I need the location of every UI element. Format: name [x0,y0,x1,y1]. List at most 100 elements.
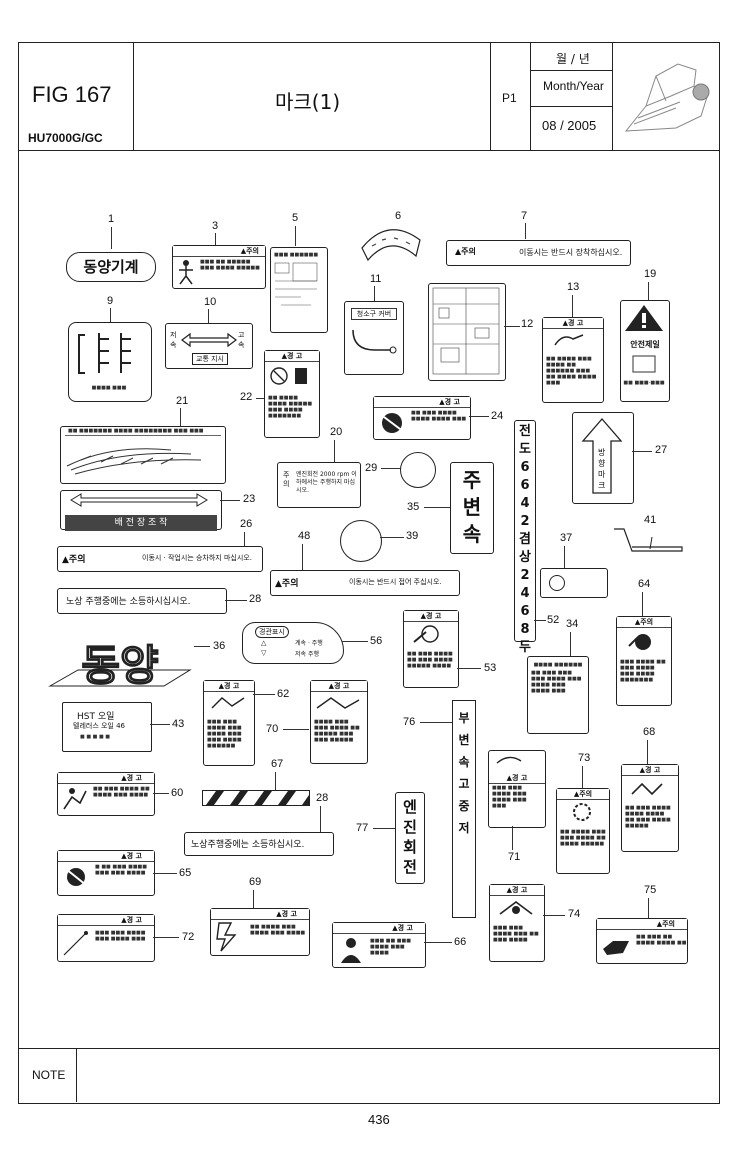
decal-77-text: 엔진회전 [403,798,417,876]
decal-13: ▲경 고 ■■ ■■■■ ■■■ ■■■■ ■■ ■■■■■■ ■■■ ■■ ■… [542,317,604,403]
decal-68-header: ▲경 고 [622,765,678,776]
decal-37 [540,568,608,598]
leader [570,632,571,656]
decal-26: ▲주의 이동시 · 작업시는 승차하지 마십시오. [57,546,263,572]
decal-1: 동양기계 [66,252,156,282]
decal-68: ▲경 고 ■■ ■■■ ■■■■ ■■■■ ■■■■ ■■ ■■■ ■■■■ ■… [621,764,679,852]
leader [543,915,565,916]
leader [582,766,583,788]
decal-74-header: ▲경 고 [490,885,544,896]
decal-12 [428,283,506,381]
callout-6: 6 [395,210,402,222]
header-col-2 [490,42,491,150]
callout-39: 39 [406,530,419,542]
callout-67: 67 [271,758,284,770]
leader [380,537,404,538]
bolt-hole-icon [549,575,565,591]
callout-75: 75 [644,884,657,896]
leader [208,309,209,323]
leader [153,873,177,874]
decal-34-text: 전 도 6 6 4 2 겸 상 2 4 6 8 두 [519,424,531,655]
decal-26-text: 이동시 · 작업시는 승차하지 마십시오. [142,554,252,562]
decal-36-logo: 동양 [48,640,192,691]
note-label: NOTE [32,1068,66,1082]
date-label-kr: 월 / 년 [556,52,590,66]
leader [111,227,112,249]
decal-20: 주의 엔진회전 2000 rpm 이하에서는 주행하지 마십시오. [277,462,361,508]
gear-hazard-icon [573,803,591,821]
callout-68: 68 [643,726,656,738]
header-col-4 [612,42,613,150]
callout-5: 5 [292,212,299,224]
callout-12: 12 [521,318,534,330]
decal-11-text: 청소구 커버 [351,308,397,320]
callout-62: 62 [277,688,290,700]
leader [283,729,309,730]
leader [153,793,169,794]
hand-hazard-icon [211,697,245,709]
page-code: P1 [502,91,517,105]
leader [334,440,335,462]
decal-19: 안전제일 ■■ ■■■-■■■ [620,300,670,402]
leader [648,282,649,300]
callout-65: 65 [179,867,192,879]
decal-27-text: 방향마크 [598,448,606,490]
leader [180,408,181,426]
callout-70: 70 [266,723,279,735]
decal-70-header: ▲경 고 [311,681,367,692]
callout-27: 27 [655,444,668,456]
decal-13-header: ▲경 고 [543,318,603,329]
svg-text:■■■■ ■■■: ■■■■ ■■■ [92,385,127,391]
leader [647,740,648,764]
leader [244,532,245,546]
leader [342,641,368,642]
model-code: HU7000G/GC [28,131,103,145]
header-col-1 [133,42,134,150]
leader [295,226,296,246]
decal-20-text: 엔진회전 2000 rpm 이하에서는 주행하지 마십시오. [296,471,357,494]
page-title: 마크(1) [275,90,341,114]
decal-10-right: 고속 [238,331,245,349]
svg-text:■■ ■■■-■■■: ■■ ■■■-■■■ [623,380,664,386]
decal-69: ▲경 고 ■■ ■■■■ ■■■ ■■■■ ■■■ ■■■■ [210,908,310,956]
decal-56-line1: 계속 · 주행 [295,640,323,647]
callout-69: 69 [249,876,262,888]
leader [150,724,170,725]
decal-22: ▲경 고 ■■ ■■■■ ■■■■ ■■■■■ ■■■ ■■■■ ■■■■■■■ [264,350,320,438]
rotating-part-icon [628,634,651,650]
callout-52: 53 [484,662,497,674]
decal-34: 전 도 6 6 4 2 겸 상 2 4 6 8 두 [514,420,536,655]
decal-62-header: ▲경 고 [204,681,254,692]
callout-37: 37 [560,532,573,544]
leader [253,890,254,908]
callout-9: 9 [107,295,114,307]
callout-53: 34 [566,618,579,630]
electric-hazard-icon [216,922,237,952]
decal-48-caution: ▲주의 [275,579,299,589]
callout-28-b: 28 [316,792,329,804]
decal-20-side: 주의 [283,471,290,488]
leader [525,223,526,239]
leader [648,898,649,918]
decal-24-header: ▲경 고 [374,397,470,408]
callout-74: 74 [568,908,581,920]
callout-71: 71 [508,851,521,863]
up-arrow-icon [581,418,623,494]
decal-65-header: ▲경 고 [58,851,154,862]
decal-41-bracket [614,528,683,552]
decal-72: ▲경 고 ■■■ ■■ ■■■ ■■■■ ■■■ ■■■■ [332,922,426,968]
leader [420,722,452,723]
callout-1: 1 [108,213,115,225]
decal-11: 청소구 커버 [344,301,404,375]
decal-43-line2: 텔레러스 오일 46 [73,722,125,730]
callout-11: 11 [370,273,382,285]
decal-7: ▲주의 이동시는 반드시 장착하십시오. [446,240,631,266]
lever-icon [496,756,522,764]
decal-28b-text: 노상주행중에는 소등하십시오. [191,840,305,850]
decal-5: ■■■ ■■■■■■ [270,247,328,333]
decal-48: ▲주의 이동시는 반드시 접어 주십시오. [270,570,460,596]
decal-75: ▲주의 ■■ ■■■ ■■ ■■■■ ■■■■ ■■ [596,918,688,964]
decal-73-header: ▲주의 [557,789,609,800]
decal-10-left: 저속 [170,331,177,349]
leader [256,398,264,399]
